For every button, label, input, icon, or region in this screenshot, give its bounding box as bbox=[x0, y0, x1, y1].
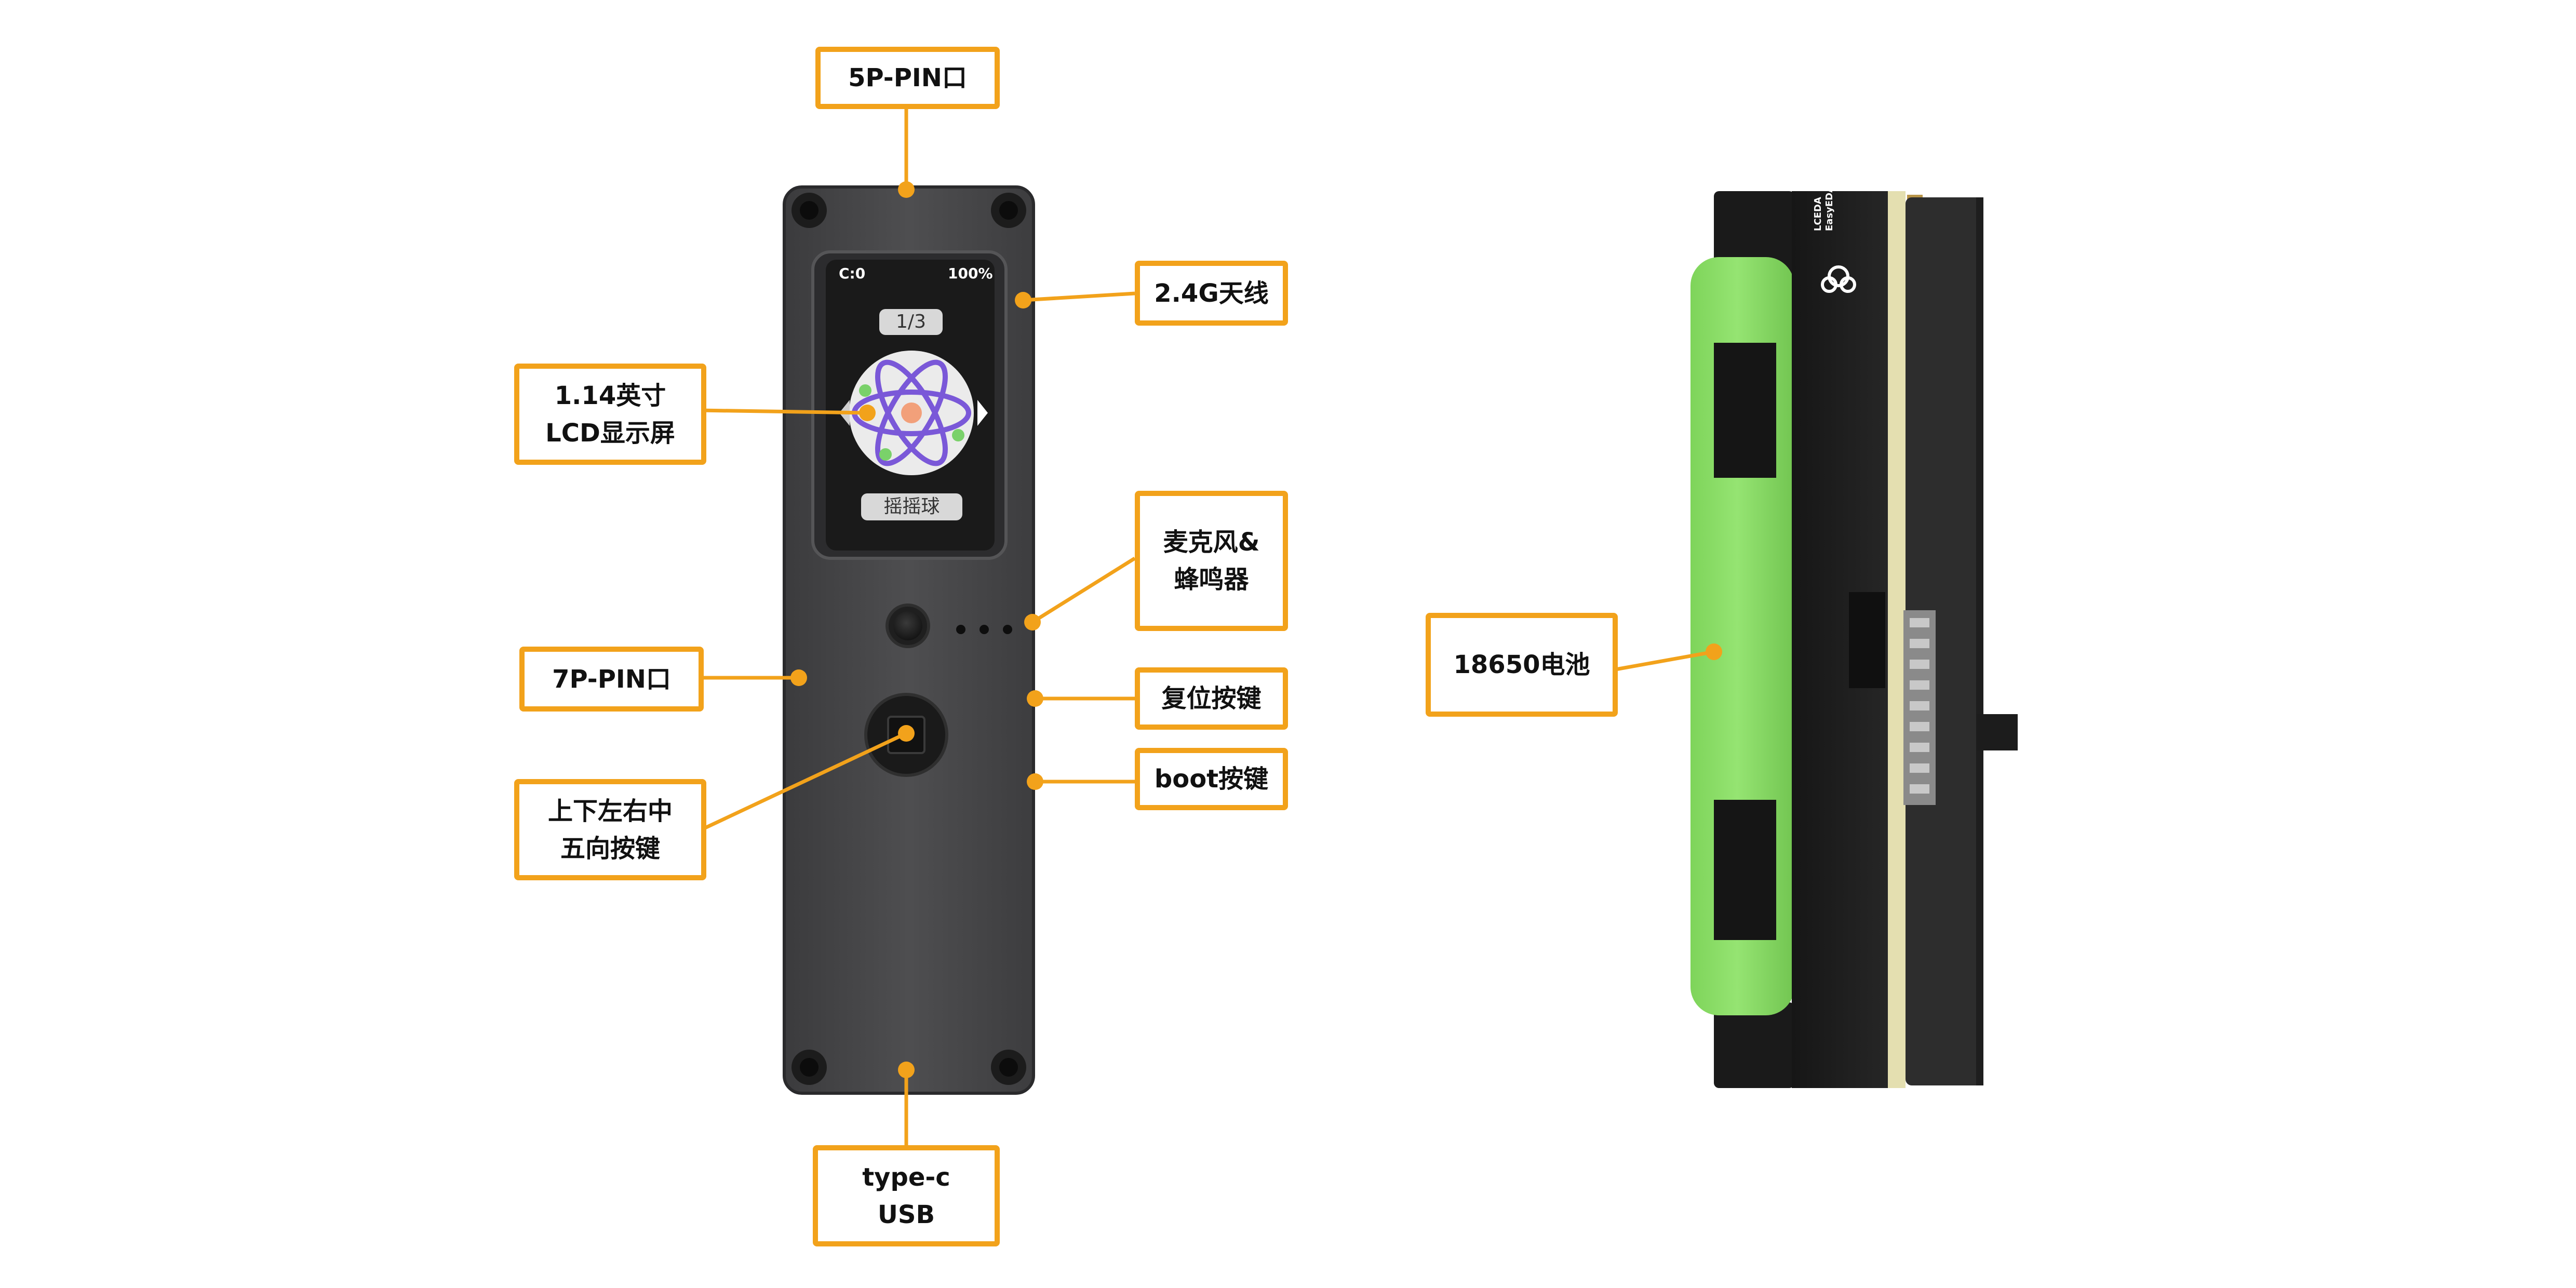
callout-mic-line1: 麦克风& bbox=[1163, 528, 1260, 557]
callout-battery-text: 18650电池 bbox=[1453, 650, 1590, 679]
screw-icon bbox=[791, 193, 1026, 1085]
callout-usb: type-c USB bbox=[813, 1145, 1000, 1246]
screen-page-indicator: 1/3 bbox=[896, 311, 926, 332]
arrow-right-icon bbox=[977, 400, 988, 426]
callout-antenna: 2.4G天线 bbox=[1135, 261, 1288, 326]
lceda-logo-icon bbox=[1821, 265, 1856, 293]
callout-boot-button: boot按键 bbox=[1135, 748, 1288, 810]
callout-battery: 18650电池 bbox=[1426, 613, 1618, 717]
callout-mic-buzzer: 麦克风& 蜂鸣器 bbox=[1135, 491, 1288, 631]
screen-caption: 摇摇球 bbox=[883, 496, 940, 517]
callout-joystick-line1: 上下左右中 bbox=[547, 796, 673, 826]
callout-7pin-port: 7P-PIN口 bbox=[519, 647, 704, 712]
screen-battery: 100% bbox=[948, 265, 993, 282]
screen-counter: C:0 bbox=[839, 265, 866, 282]
callout-joystick: 上下左右中 五向按键 bbox=[514, 779, 706, 880]
mic-hole-icon bbox=[956, 625, 965, 634]
callout-reset-button: 复位按键 bbox=[1135, 667, 1288, 730]
callout-5pin-port: 5P-PIN口 bbox=[815, 47, 1000, 109]
callout-7pin-port-text: 7P-PIN口 bbox=[552, 664, 671, 694]
callout-antenna-text: 2.4G天线 bbox=[1154, 278, 1269, 308]
pcb-brand-line2: EasyEDA bbox=[1824, 185, 1835, 231]
callout-reset-button-text: 复位按键 bbox=[1161, 684, 1262, 713]
callout-boot-button-text: boot按键 bbox=[1154, 764, 1269, 794]
leader-dots bbox=[790, 181, 1722, 1078]
callout-5pin-port-text: 5P-PIN口 bbox=[848, 63, 967, 92]
leader-lines bbox=[697, 106, 1714, 1150]
pcb-brand: LCEDA EasyEDA bbox=[1813, 185, 1835, 231]
device-side bbox=[1691, 191, 2018, 1088]
pin-header-icon bbox=[1903, 610, 1936, 805]
pcb-brand-line1: LCEDA bbox=[1813, 197, 1823, 231]
callout-lcd-line2: LCD显示屏 bbox=[545, 418, 675, 448]
callout-mic-line2: 蜂鸣器 bbox=[1174, 565, 1249, 594]
callout-lcd-line1: 1.14英寸 bbox=[554, 381, 666, 410]
callout-joystick-line2: 五向按键 bbox=[560, 834, 660, 863]
callout-usb-line1: type-c bbox=[862, 1162, 950, 1192]
callout-usb-line2: USB bbox=[877, 1200, 935, 1229]
callout-lcd: 1.14英寸 LCD显示屏 bbox=[514, 364, 706, 465]
